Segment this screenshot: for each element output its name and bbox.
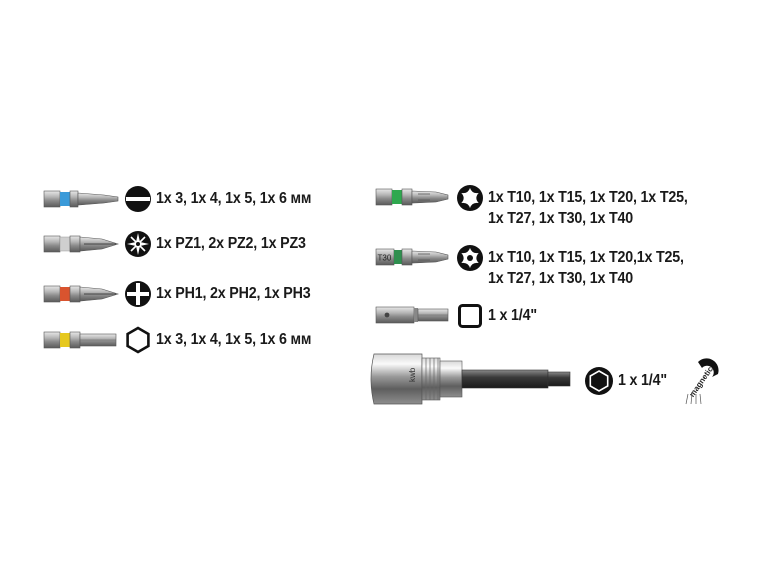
socket-adapter-image <box>375 306 449 324</box>
torx-tamper-bit-marking: T30 <box>378 254 392 263</box>
square-drive-symbol-icon <box>458 304 482 328</box>
torx-tamper-sizes-label-line2: 1x T27, 1x T30, 1x T40 <box>488 270 633 287</box>
adapter-size-label: 1 x 1/4" <box>488 307 537 324</box>
holder-brand-mark: kwb <box>408 367 417 382</box>
magnet-icon: magnetic <box>685 358 719 405</box>
phillips-symbol-icon <box>125 281 151 307</box>
slotted-bit-image <box>43 190 119 208</box>
hex-socket-symbol-icon <box>126 326 150 354</box>
torx-tamper-bit-image: T30 <box>375 248 449 266</box>
slotted-sizes-label: 1x 3, 1x 4, 1x 5, 1x 6 мм <box>156 190 312 207</box>
torx-tamper-symbol-icon <box>457 245 483 271</box>
magnetic-label: magnetic <box>687 364 715 398</box>
pozidriv-sizes-label: 1x PZ1, 2x PZ2, 1x PZ3 <box>156 235 306 252</box>
torx-tamper-sizes-label-line1: 1x T10, 1x T15, 1x T20,1x T25, <box>488 249 684 266</box>
pozidriv-bit-image <box>43 235 120 253</box>
pozidriv-symbol-icon <box>125 231 151 257</box>
torx-symbol-icon <box>457 185 483 211</box>
hex-sizes-label: 1x 3, 1x 4, 1x 5, 1x 6 мм <box>156 331 312 348</box>
slotted-symbol-icon <box>125 186 151 212</box>
hex-bit-image <box>43 331 117 349</box>
phillips-sizes-label: 1x PH1, 2x PH2, 1x PH3 <box>156 285 311 302</box>
holder-size-label: 1 x 1/4" <box>618 372 667 389</box>
hex-shank-symbol-icon <box>585 367 613 395</box>
torx-sizes-label-line2: 1x T27, 1x T30, 1x T40 <box>488 210 633 227</box>
torx-bit-image <box>375 188 449 206</box>
phillips-bit-image <box>43 285 120 303</box>
torx-sizes-label-line1: 1x T10, 1x T15, 1x T20, 1x T25, <box>488 189 688 206</box>
magnetic-bit-holder-image: kwb <box>370 353 571 405</box>
